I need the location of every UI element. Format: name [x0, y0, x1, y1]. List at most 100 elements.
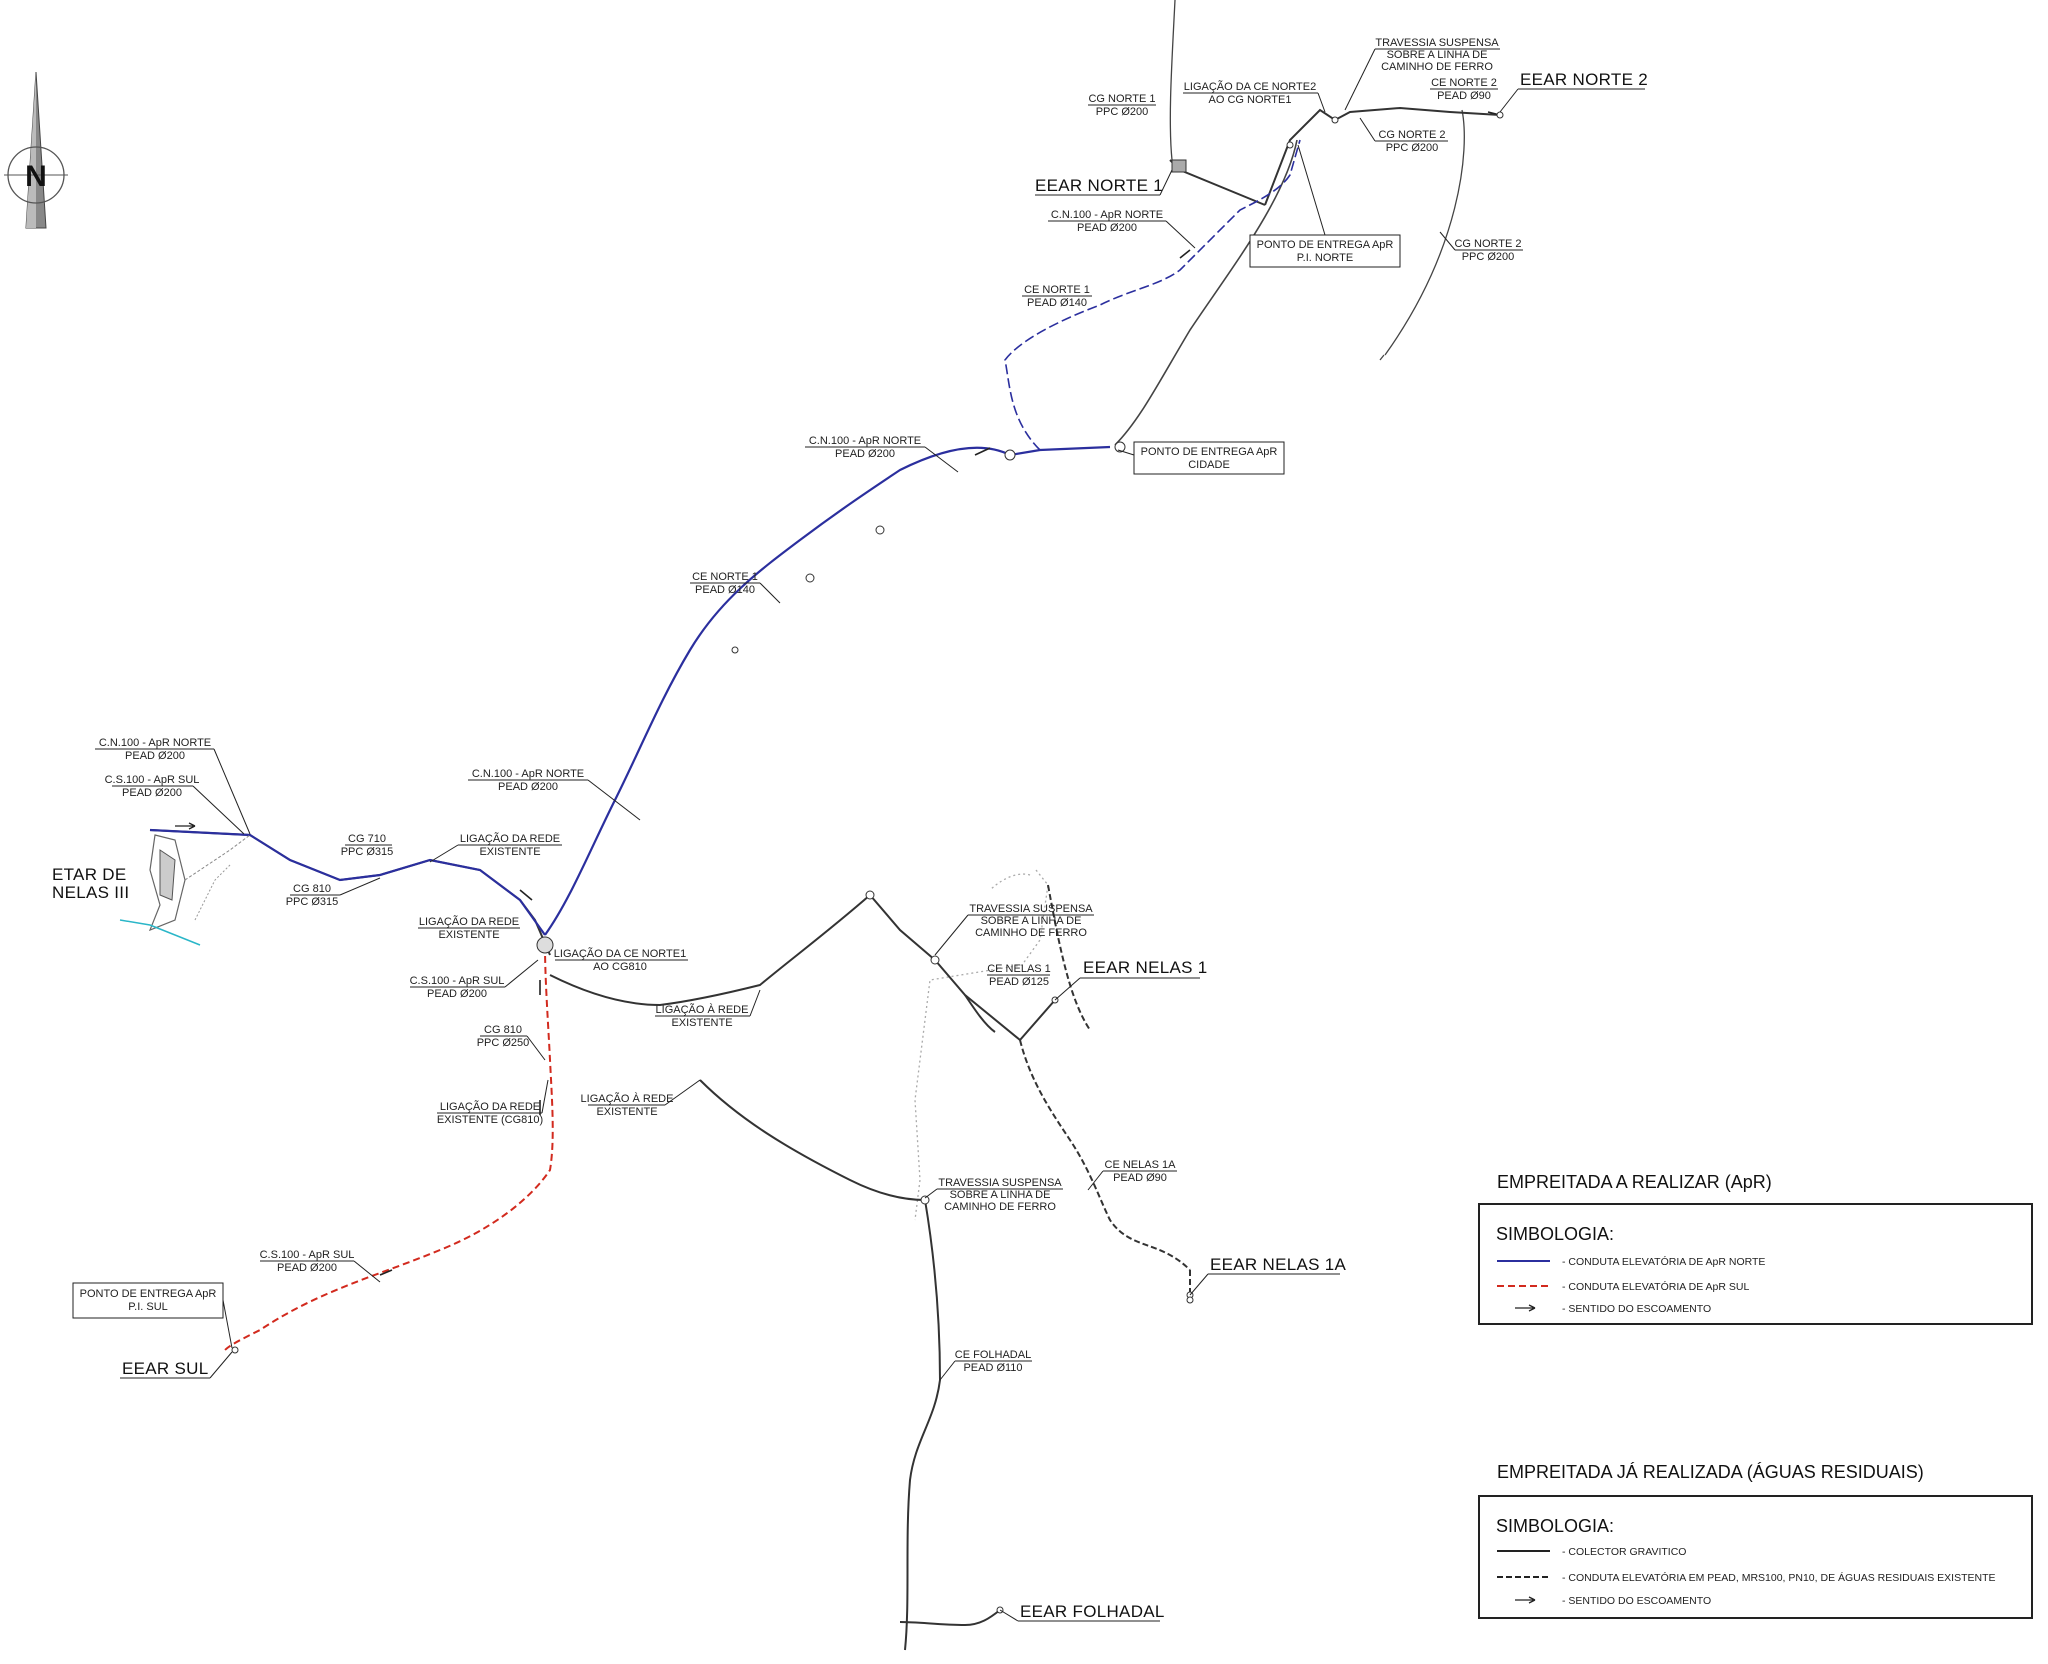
label-cs100-low-a: C.S.100 - ApR SUL — [260, 1249, 355, 1261]
label-cg-norte1-a: CG NORTE 1 — [1088, 93, 1155, 105]
label-cs100-left-a: C.S.100 - ApR SUL — [105, 774, 200, 786]
eear-nelas-1a-label: EEAR NELAS 1A — [1210, 1255, 1347, 1274]
ponto-cidade-box — [1133, 441, 1285, 475]
legend-existing-box — [1478, 1495, 2033, 1619]
label-trav-mid-c: CAMINHO DE FERRO — [975, 927, 1087, 939]
label-lig-rede1-b: EXISTENTE — [479, 846, 540, 858]
label-cs100-left-b: PEAD Ø200 — [122, 787, 182, 799]
gravity-collectors — [149, 106, 1501, 1651]
label-ponto-cidade-a: PONTO DE ENTREGA ApR — [1141, 446, 1278, 458]
legend-existing-item-3: - SENTIDO DO ESCOAMENTO — [1562, 1595, 1711, 1607]
etar-label-line2: NELAS III — [52, 883, 129, 902]
label-ce-norte1-mid-b: PEAD Ø140 — [695, 584, 755, 596]
label-cn100-left-a: C.N.100 - ApR NORTE — [99, 737, 211, 749]
label-cg-norte2r-a: CG NORTE 2 — [1454, 238, 1521, 250]
legend-existing: EMPREITADA JÁ REALIZADA (ÁGUAS RESIDUAIS… — [1478, 1462, 2033, 1619]
label-cn100-low-a: C.N.100 - ApR NORTE — [472, 768, 584, 780]
label-ponto-pi-sul-a: PONTO DE ENTREGA ApR — [80, 1288, 217, 1300]
label-ce-norte2-b: PEAD Ø90 — [1437, 90, 1491, 102]
label-cg-norte1-b: PPC Ø200 — [1096, 106, 1149, 118]
label-cg810-left-b: PPC Ø315 — [286, 896, 339, 908]
label-ce-norte2-a: CE NORTE 2 — [1431, 77, 1497, 89]
label-ce-norte1-top-a: CE NORTE 1 — [1024, 284, 1090, 296]
label-ponto-pi-norte-a: PONTO DE ENTREGA ApR — [1257, 239, 1394, 251]
label-cn100-low-b: PEAD Ø200 — [498, 781, 558, 793]
label-cg710-b: PPC Ø315 — [341, 846, 394, 858]
ponto-pi-norte-box — [1249, 234, 1401, 268]
legend-existing-arrow-icon — [1515, 1596, 1536, 1604]
legend-existing-item-1: - COLECTOR GRAVITICO — [1562, 1546, 1686, 1558]
legend-apr-title: SIMBOLOGIA: — [1496, 1224, 1614, 1244]
label-cs100-mid-b: PEAD Ø200 — [427, 988, 487, 1000]
legend-existing-header: EMPREITADA JÁ REALIZADA (ÁGUAS RESIDUAIS… — [1497, 1462, 1924, 1482]
label-ce-norte1-top-b: PEAD Ø140 — [1027, 297, 1087, 309]
eear-norte-2-label: EEAR NORTE 2 — [1520, 70, 1648, 89]
label-trav-low-b: SOBRE A LINHA DE — [950, 1189, 1051, 1201]
label-ce-nelas1-a: CE NELAS 1 — [987, 963, 1051, 975]
eear-norte-1-label: EEAR NORTE 1 — [1035, 176, 1163, 195]
north-letter: N — [25, 160, 47, 193]
label-lig-a-rede2-a: LIGAÇÃO À REDE — [581, 1092, 674, 1105]
label-trav-low-c: CAMINHO DE FERRO — [944, 1201, 1056, 1213]
label-ce-folhadal-b: PEAD Ø110 — [963, 1362, 1022, 1374]
label-lig-rede3-b: EXISTENTE (CG810) — [437, 1114, 543, 1126]
label-cg810-left-a: CG 810 — [293, 883, 331, 895]
legend-apr-item-1: - CONDUTA ELEVATÓRIA DE ApR NORTE — [1562, 1255, 1765, 1268]
label-trav-mid-b: SOBRE A LINHA DE — [981, 915, 1082, 927]
label-cg-norte2-b: PPC Ø200 — [1386, 142, 1439, 154]
label-ponto-pi-sul-b: P.I. SUL — [128, 1301, 168, 1313]
label-cg810-mid-a: CG 810 — [484, 1024, 522, 1036]
legend-existing-item-2: - CONDUTA ELEVATÓRIA EM PEAD, MRS100, PN… — [1562, 1571, 1996, 1584]
railway-lines — [914, 0, 1465, 1221]
north-arrow-icon: N — [4, 71, 68, 229]
label-cs100-mid-a: C.S.100 - ApR SUL — [410, 975, 505, 987]
label-cg710-a: CG 710 — [348, 833, 386, 845]
label-trav-top-b: SOBRE A LINHA DE — [1387, 49, 1488, 61]
label-lig-ce-norte2-a: LIGAÇÃO DA CE NORTE2 — [1184, 80, 1316, 93]
legend-apr-item-2: - CONDUTA ELEVATÓRIA DE ApR SUL — [1562, 1280, 1749, 1293]
label-trav-mid-a: TRAVESSIA SUSPENSA — [969, 903, 1093, 915]
apr-norte-conduit — [149, 139, 1301, 936]
label-ce-nelas1a-a: CE NELAS 1A — [1105, 1159, 1177, 1171]
label-cn100-mid-b: PEAD Ø200 — [835, 448, 895, 460]
label-lig-ce-norte1-a: LIGAÇÃO DA CE NORTE1 — [554, 947, 686, 960]
label-lig-rede2-a: LIGAÇÃO DA REDE — [419, 915, 519, 928]
existing-pressure-mains — [1019, 884, 1191, 1300]
eear-folhadal-label: EEAR FOLHADAL — [1020, 1602, 1165, 1621]
label-lig-rede1-a: LIGAÇÃO DA REDE — [460, 832, 560, 845]
pipe-labels: CG NORTE 1 PPC Ø200 LIGAÇÃO DA CE NORTE2… — [72, 37, 1523, 1381]
label-ponto-pi-norte-b: P.I. NORTE — [1297, 252, 1353, 264]
label-cs100-low-b: PEAD Ø200 — [277, 1262, 337, 1274]
label-lig-ce-norte1-b: AO CG810 — [593, 961, 647, 973]
flow-arrows — [175, 111, 1501, 1276]
legend-apr-header: EMPREITADA A REALIZAR (ApR) — [1497, 1172, 1772, 1192]
label-cn100-mid-a: C.N.100 - ApR NORTE — [809, 435, 921, 447]
eear-sul-label: EEAR SUL — [122, 1359, 209, 1378]
label-lig-rede3-a: LIGAÇÃO DA REDE — [440, 1100, 540, 1113]
label-ce-nelas1a-b: PEAD Ø90 — [1113, 1172, 1167, 1184]
legend-apr: EMPREITADA A REALIZAR (ApR) SIMBOLOGIA: … — [1478, 1172, 2033, 1325]
legend-existing-title: SIMBOLOGIA: — [1496, 1516, 1614, 1536]
label-cn100-left-b: PEAD Ø200 — [125, 750, 185, 762]
label-trav-top-c: CAMINHO DE FERRO — [1381, 61, 1493, 73]
label-trav-low-a: TRAVESSIA SUSPENSA — [938, 1177, 1062, 1189]
label-lig-rede2-b: EXISTENTE — [438, 929, 499, 941]
label-cn100-top-b: PEAD Ø200 — [1077, 222, 1137, 234]
label-ce-norte1-mid-a: CE NORTE 1 — [692, 571, 758, 583]
label-ce-nelas1-b: PEAD Ø125 — [989, 976, 1049, 988]
label-cg-norte2-a: CG NORTE 2 — [1378, 129, 1445, 141]
label-lig-a-rede1-a: LIGAÇÃO À REDE — [656, 1003, 749, 1016]
network-nodes — [231, 111, 1504, 1614]
label-cg810-mid-b: PPC Ø250 — [477, 1037, 530, 1049]
ponto-pi-sul-box — [72, 1282, 224, 1319]
label-cn100-top-a: C.N.100 - ApR NORTE — [1051, 209, 1163, 221]
etar-site — [119, 834, 251, 946]
label-lig-a-rede2-b: EXISTENTE — [596, 1106, 657, 1118]
etar-label-line1: ETAR DE — [52, 865, 127, 884]
label-trav-top-a: TRAVESSIA SUSPENSA — [1375, 37, 1499, 49]
eear-nelas-1-label: EEAR NELAS 1 — [1083, 958, 1208, 977]
label-lig-a-rede1-b: EXISTENTE — [671, 1017, 732, 1029]
label-lig-ce-norte2-b: AO CG NORTE1 — [1209, 94, 1292, 106]
label-cg-norte2r-b: PPC Ø200 — [1462, 251, 1515, 263]
